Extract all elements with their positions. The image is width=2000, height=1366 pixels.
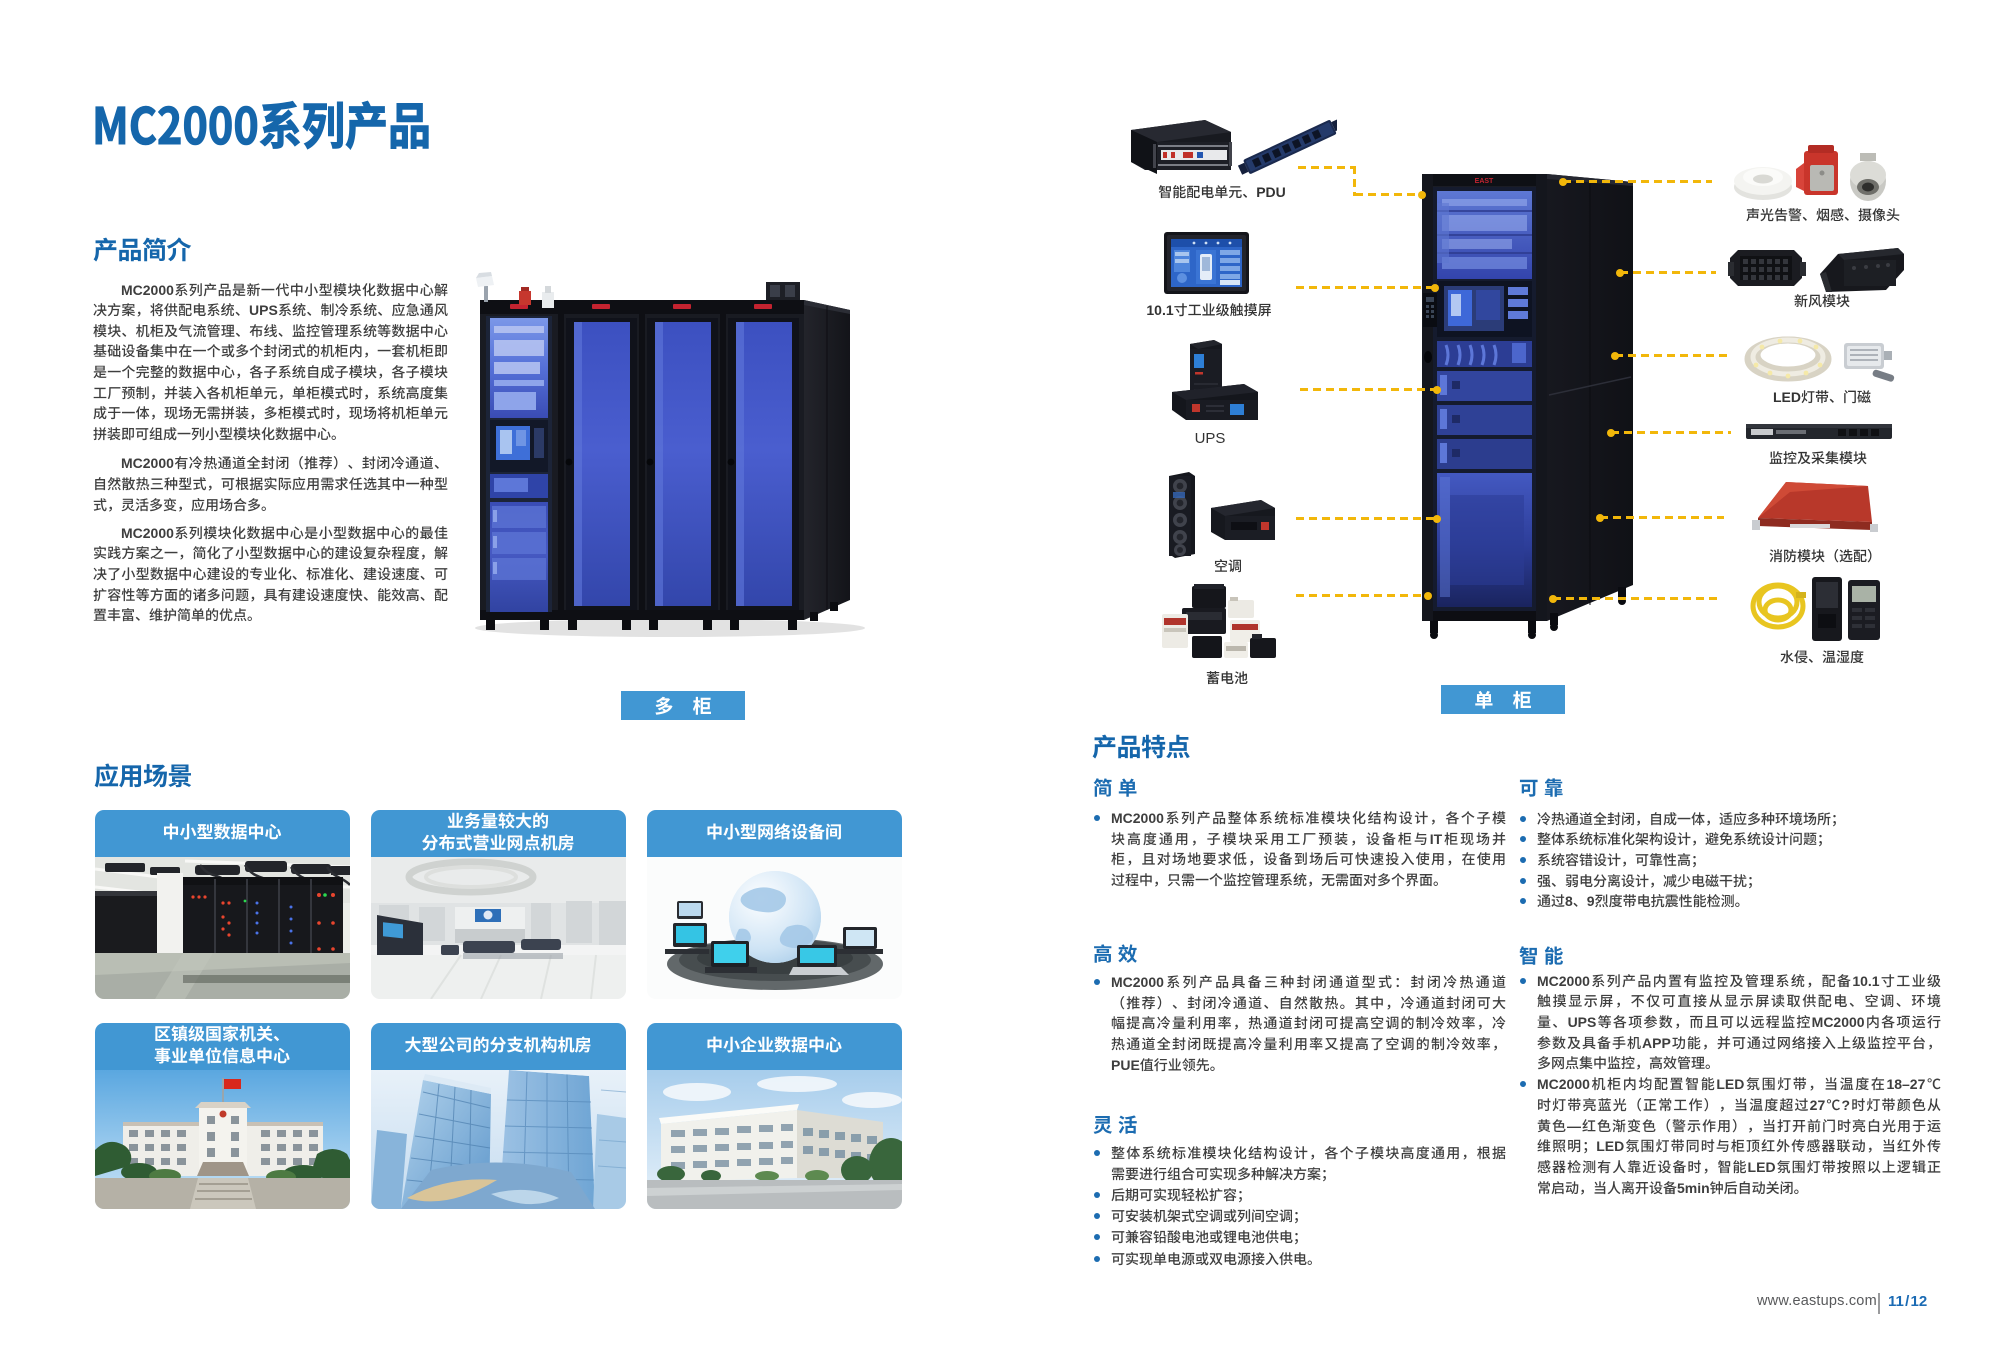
- svg-text:EAST: EAST: [1475, 178, 1494, 185]
